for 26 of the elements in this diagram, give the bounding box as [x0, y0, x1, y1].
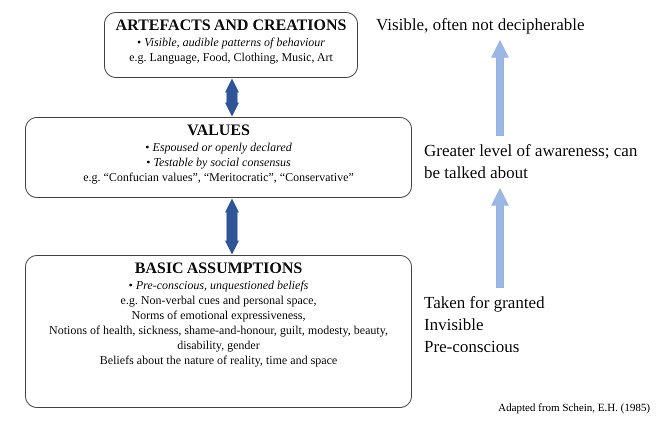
double-arrow	[225, 198, 239, 255]
layer-box	[25, 255, 412, 408]
layer-heading: ARTEFACTS AND CREATIONS	[114, 16, 348, 36]
layer-box	[25, 117, 412, 198]
layer-text: e.g. “Confucian values”, “Meritocratic”, “Conservative”	[82, 170, 355, 186]
layer-text: Norms of emotional expressiveness,	[130, 308, 306, 324]
level-text: Pre-conscious	[424, 336, 520, 358]
layer-text: • Espoused or openly declared	[144, 140, 293, 156]
layer-text: Notions of health, sickness, shame-and-honour, guilt, modesty, beauty, disability, gender	[48, 323, 389, 354]
double-arrow	[225, 78, 239, 117]
layer-text: Beliefs about the nature of reality, time and space	[98, 353, 338, 368]
layer-text: e.g. Language, Food, Clothing, Music, Art	[128, 50, 334, 66]
layer-text: • Pre-conscious, unquestioned beliefs	[128, 278, 310, 294]
layer-text: e.g. Non-verbal cues and personal space,	[120, 293, 318, 308]
level-text: Taken for granted	[424, 292, 546, 314]
layer-box	[104, 12, 358, 78]
layer-text: • Visible, audible patterns of behaviour	[136, 35, 326, 50]
layer-text: • Testable by social consensus	[145, 155, 292, 170]
layer-heading: BASIC ASSUMPTIONS	[134, 259, 304, 278]
layer-heading: VALUES	[186, 121, 251, 140]
arrow	[491, 188, 509, 288]
level-text: Greater level of awareness; can be talked about	[424, 140, 638, 184]
source-note: Adapted from Schein, E.H. (1985)	[498, 402, 650, 414]
level-text: Visible, often not decipherable	[376, 14, 586, 36]
arrow	[491, 40, 509, 136]
level-text: Invisible	[424, 314, 484, 336]
